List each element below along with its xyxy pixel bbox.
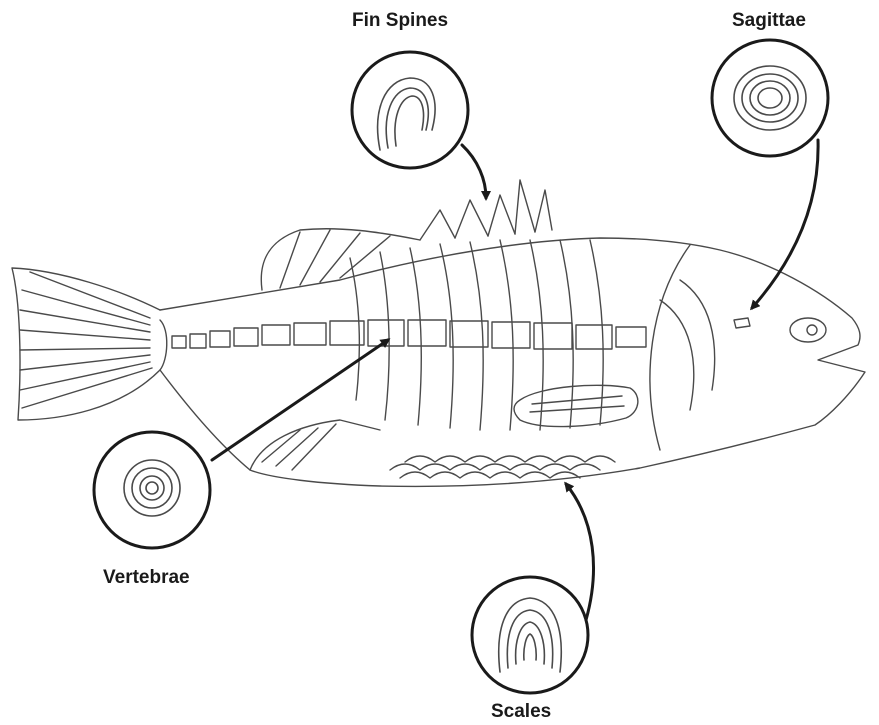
fin-spine-callout-circle (352, 52, 468, 168)
gill-cover (650, 245, 715, 450)
scale-pattern (390, 456, 615, 478)
sagittae-arrow (752, 140, 818, 308)
sagittae-callout-circle (712, 40, 828, 156)
vertebrae-label: Vertebrae (103, 568, 190, 587)
eye (790, 318, 826, 342)
tail-fin (12, 268, 160, 420)
fin-spines-label: Fin Spines (352, 11, 448, 30)
fin-spine-arrow (462, 145, 486, 198)
scales-label: Scales (491, 702, 551, 721)
sagittae-label: Sagittae (732, 11, 806, 30)
vertebral-column (172, 320, 646, 349)
pectoral-fin (514, 385, 638, 426)
anal-fin (250, 420, 380, 470)
scales-callout-circle (472, 577, 588, 693)
vertebrae-callout-circle (94, 432, 210, 548)
sagitta-location (734, 318, 750, 328)
vertebrae-arrow (212, 340, 388, 460)
dorsal-fin (261, 180, 552, 290)
